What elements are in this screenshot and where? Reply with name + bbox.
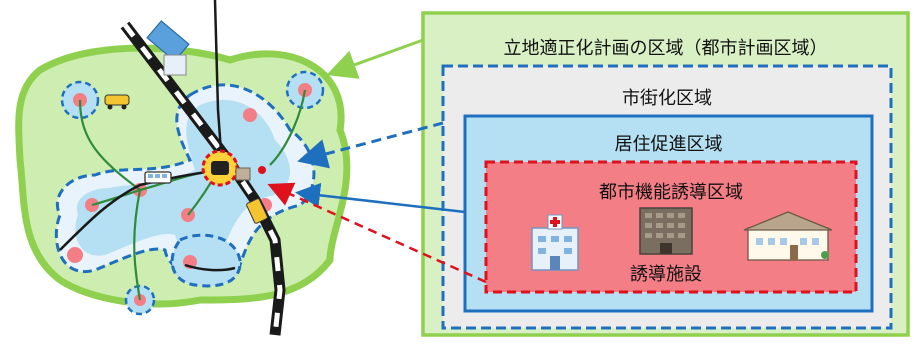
urban-function-area-label: 都市機能誘導区域	[599, 182, 743, 203]
taxi-icon	[104, 94, 130, 110]
urban-function-area-arrow	[267, 182, 487, 284]
residential-area-label: 居住促進区域	[614, 134, 723, 155]
inner-area-blob	[170, 233, 242, 288]
city-map	[15, 0, 351, 336]
connector-arrows	[267, 38, 487, 284]
building-icon	[146, 20, 190, 76]
central-station-icon	[201, 149, 239, 187]
zone-legend	[421, 11, 910, 337]
plan-area-arrow	[326, 38, 424, 79]
urbanization-area-arrow	[297, 121, 444, 169]
facilities-label: 誘導施設	[630, 264, 702, 285]
train-car-icon	[246, 198, 268, 224]
care-facility-icon	[743, 211, 833, 261]
hospital-icon	[531, 214, 579, 271]
plan-area-label: 立地適正化計画の区域（都市計画区域）	[503, 38, 828, 59]
bus-icon	[144, 171, 172, 184]
station-building-icon	[235, 166, 266, 181]
residential-area-arrow	[295, 182, 466, 214]
office-building-icon	[639, 207, 693, 255]
urbanization-area-label: 市街化区域	[622, 88, 712, 109]
